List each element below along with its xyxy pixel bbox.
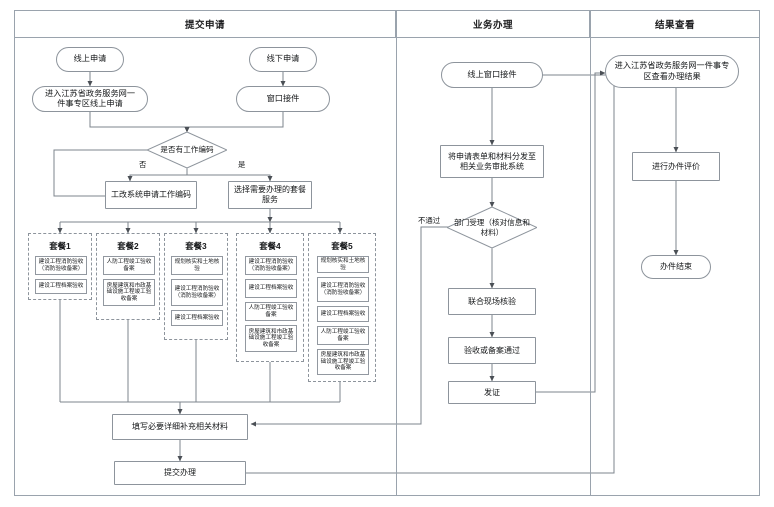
package-group-4[interactable]: 套餐4 建设工程消防验收（消防验收备案） 建设工程档案验收 人防工程竣工验收备案… [236,233,304,362]
column-header-result: 结果查看 [590,10,760,38]
decision-label: 是否有工作编码 [160,145,214,155]
package-title: 套餐3 [185,241,207,251]
decision-label: 部门受理（核对信息和材料） [454,218,530,237]
column-header-process: 业务办理 [396,10,590,38]
node-distribute-materials[interactable]: 将申请表单和材料分发至相关业务审批系统 [440,145,544,178]
node-view-result-portal[interactable]: 进入江苏省政务服务网一件事专区查看办理结果 [605,55,739,88]
node-apply-work-code[interactable]: 工改系统申请工作编码 [105,181,197,209]
node-online-portal-entry[interactable]: 进入江苏省政务服务网一件事专区线上申请 [32,86,148,112]
node-fill-supplement-materials[interactable]: 填写必要详细补充相关材料 [112,414,248,440]
package-item[interactable]: 规划核实和土地核验 [317,256,369,273]
package-item[interactable]: 规划核实和土地核验 [171,256,223,275]
column-divider-1 [396,38,397,496]
node-issue-certificate[interactable]: 发证 [448,381,536,404]
package-group-1[interactable]: 套餐1 建设工程消防验收（消防验收备案） 建设工程档案验收 [28,233,92,300]
package-item[interactable]: 人防工程竣工验收备案 [103,256,155,275]
package-item[interactable]: 建设工程消防验收（消防验收备案） [245,256,297,275]
node-offline-application[interactable]: 线下申请 [249,47,317,72]
package-title: 套餐2 [117,241,139,251]
column-header-submit: 提交申请 [14,10,396,38]
package-item[interactable]: 建设工程消防验收（消防验收备案） [171,279,223,306]
package-item[interactable]: 房屋建筑和市政基础设施工程竣工验收备案 [245,325,297,352]
package-item[interactable]: 房屋建筑和市政基础设施工程竣工验收备案 [317,349,369,375]
package-title: 套餐5 [331,241,353,251]
node-online-window-accept[interactable]: 线上窗口接件 [441,62,543,88]
node-online-application[interactable]: 线上申请 [56,47,124,72]
package-title: 套餐4 [259,241,281,251]
node-joint-site-inspection[interactable]: 联合现场核验 [448,288,536,315]
node-window-accept[interactable]: 窗口接件 [236,86,330,112]
node-acceptance-or-record-passed[interactable]: 验收或备案通过 [448,337,536,364]
edge-label-reject: 不通过 [418,216,441,225]
package-item[interactable]: 建设工程消防验收（消防验收备案） [35,256,87,275]
package-item[interactable]: 房屋建筑和市政基础设施工程竣工验收备案 [103,279,155,306]
edge-label-no: 否 [139,160,147,169]
node-submit-handling[interactable]: 提交办理 [114,461,246,485]
package-item[interactable]: 建设工程档案验收 [245,279,297,298]
package-item[interactable]: 建设工程消防验收（消防验收备案） [317,277,369,302]
package-item[interactable]: 人防工程竣工验收备案 [245,302,297,321]
package-group-2[interactable]: 套餐2 人防工程竣工验收备案 房屋建筑和市政基础设施工程竣工验收备案 [96,233,160,320]
edge-label-yes: 是 [238,160,246,169]
node-choose-package-service[interactable]: 选择需要办理的套餐服务 [228,181,312,209]
node-has-work-code-decision[interactable]: 是否有工作编码 [147,132,227,168]
node-dept-accept-decision[interactable]: 部门受理（核对信息和材料） [447,207,537,248]
package-group-3[interactable]: 套餐3 规划核实和土地核验 建设工程消防验收（消防验收备案） 建设工程档案验收 [164,233,228,340]
package-item[interactable]: 人防工程竣工验收备案 [317,326,369,345]
package-item[interactable]: 建设工程档案验收 [171,310,223,326]
package-item[interactable]: 建设工程档案验收 [35,279,87,294]
package-item[interactable]: 建设工程档案验收 [317,306,369,322]
node-case-finished[interactable]: 办件结束 [641,255,711,279]
node-evaluate-case[interactable]: 进行办件评价 [632,152,720,181]
column-divider-2 [590,38,591,496]
package-title: 套餐1 [49,241,71,251]
package-group-5[interactable]: 套餐5 规划核实和土地核验 建设工程消防验收（消防验收备案） 建设工程档案验收 … [308,233,376,382]
